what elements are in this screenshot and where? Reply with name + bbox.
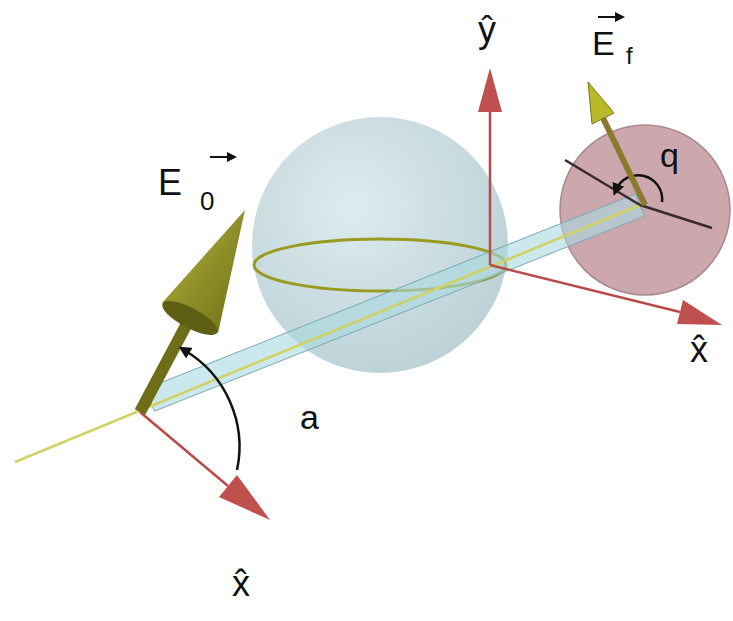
vector-symbol: E <box>592 26 615 60</box>
field-arrow <box>140 318 190 412</box>
vector-symbol: E <box>158 165 182 201</box>
subscript: 0 <box>200 188 214 214</box>
field-arrow <box>603 118 645 205</box>
axis-label: x̂ <box>690 332 708 368</box>
axis-head <box>677 300 722 325</box>
field-arrow-head <box>588 82 614 124</box>
axis <box>490 265 680 312</box>
axis-label: x̂ <box>232 566 250 602</box>
axis-head <box>478 68 502 112</box>
subscript: f <box>626 44 633 68</box>
vector-arrow <box>210 156 232 158</box>
angle-label: q <box>660 138 679 172</box>
vector-arrow <box>598 16 620 18</box>
beam-axis <box>15 205 640 462</box>
output-disc <box>560 125 730 295</box>
cone-base <box>158 295 222 342</box>
disc-line <box>640 205 712 228</box>
axis <box>489 110 492 265</box>
angle-arc <box>184 350 239 470</box>
axis-label: ŷ <box>478 12 496 48</box>
axis <box>140 412 228 486</box>
axis-head <box>219 475 270 520</box>
angle-label: a <box>300 400 319 434</box>
